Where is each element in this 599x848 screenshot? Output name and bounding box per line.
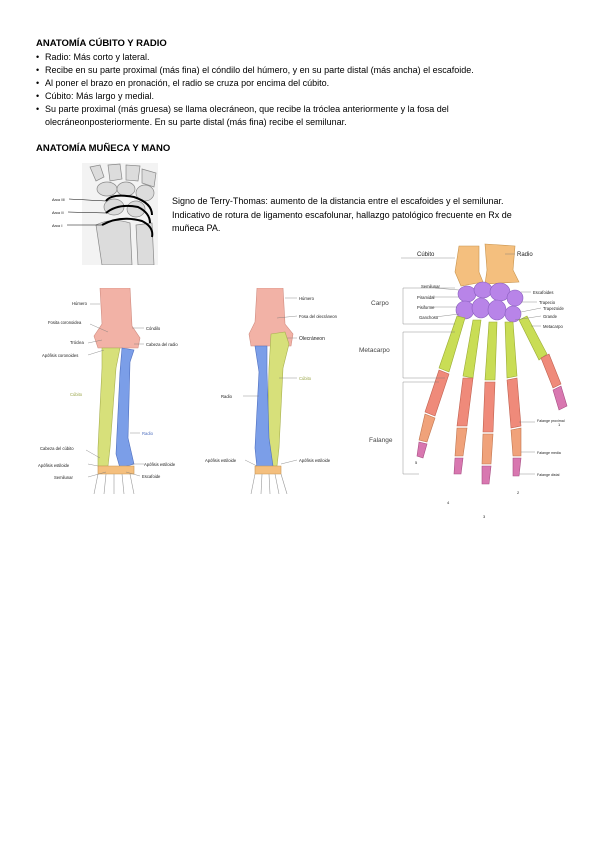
label: Fosita coronoidea <box>48 320 82 325</box>
label: Trapecio <box>539 300 556 305</box>
section-title-muneca-mano: ANATOMÍA MUÑECA Y MANO <box>36 143 171 154</box>
label: Cabeza del cúbito <box>40 446 74 451</box>
label: Apófisis estiloide <box>299 458 331 463</box>
finger-number: 3 <box>483 514 486 519</box>
label: Húmero <box>72 301 88 306</box>
label: Húmero <box>299 296 315 301</box>
label: Escafoide <box>142 474 161 479</box>
label: Semilunar <box>421 284 440 289</box>
xray-label: Arco II <box>52 210 64 215</box>
label: Carpo <box>371 300 389 307</box>
label: Trapezoide <box>543 306 564 311</box>
label: Metacarpo <box>359 347 390 354</box>
label: Metacarpo <box>543 324 563 329</box>
label: Cúbito <box>299 376 312 381</box>
label: Tróclea <box>70 340 84 345</box>
label: Ganchoso <box>419 315 439 320</box>
bullet-item: Cúbito: Más largo y medial. <box>36 90 556 103</box>
xray-label: Arco I <box>52 223 62 228</box>
label: Cabeza del radio <box>146 342 178 347</box>
label: Falange distal <box>537 473 560 477</box>
finger-number: 4 <box>447 500 450 505</box>
finger-number: 2 <box>517 490 520 495</box>
sign-line: Indicativo de rotura de ligamento escafo… <box>172 209 512 220</box>
finger-number: 5 <box>415 460 418 465</box>
label: Apófisis estiloide <box>205 458 237 463</box>
label: Apófisis estiloide <box>144 462 176 467</box>
hand-skeleton-figure: Cúbito Radio Semilunar Carpo Piramidal P… <box>359 243 568 519</box>
bullet-item: Al poner el brazo en pronación, el radio… <box>36 77 556 90</box>
bullet-item: Su parte proximal (más gruesa) se llama … <box>36 103 556 129</box>
label: Falange <box>369 437 393 444</box>
label: Grande <box>543 314 558 319</box>
label: Cóndilo <box>146 326 161 331</box>
finger-number: 1 <box>558 422 561 427</box>
sign-line: muñeca PA. <box>172 223 221 234</box>
label: Olecráneon <box>299 336 325 342</box>
label: Apófisis coronoides <box>42 353 78 358</box>
label: Piramidal <box>417 295 435 300</box>
sign-line: Signo de Terry-Thomas: aumento de la dis… <box>172 196 504 206</box>
label: Falange proximal <box>537 419 565 423</box>
terry-thomas-text: Signo de Terry-Thomas: aumento de la dis… <box>172 195 572 236</box>
label: Apófisis estiloide <box>38 463 70 468</box>
wrist-xray-figure: Arco III Arco II Arco I <box>52 163 158 265</box>
label: Radio <box>142 431 154 436</box>
label: Semilunar <box>54 475 73 480</box>
section-title-cubito-radio: ANATOMÍA CÚBITO Y RADIO <box>36 38 167 49</box>
bullet-item: Recibe en su parte proximal (más fina) e… <box>36 64 556 77</box>
label: Pisiforme <box>417 305 435 310</box>
label: Fosa del olecráneon <box>299 314 338 319</box>
forearm-anterior-figure: Húmero Fosita coronoidea Cóndilo Tróclea… <box>38 288 178 494</box>
label: Falange media <box>537 451 561 455</box>
label: Cúbito <box>70 392 83 397</box>
label: Radio <box>221 394 233 399</box>
label: Cúbito <box>417 252 435 258</box>
forearm-posterior-figure: Húmero Fosa del olecráneon Olecráneon Cú… <box>205 288 338 494</box>
bullet-list-cubito-radio: Radio: Más corto y lateral. Recibe en su… <box>36 51 556 129</box>
label: Escafoides <box>533 290 553 295</box>
xray-label: Arco III <box>52 197 65 202</box>
label: Radio <box>517 252 533 258</box>
bullet-item: Radio: Más corto y lateral. <box>36 51 556 64</box>
